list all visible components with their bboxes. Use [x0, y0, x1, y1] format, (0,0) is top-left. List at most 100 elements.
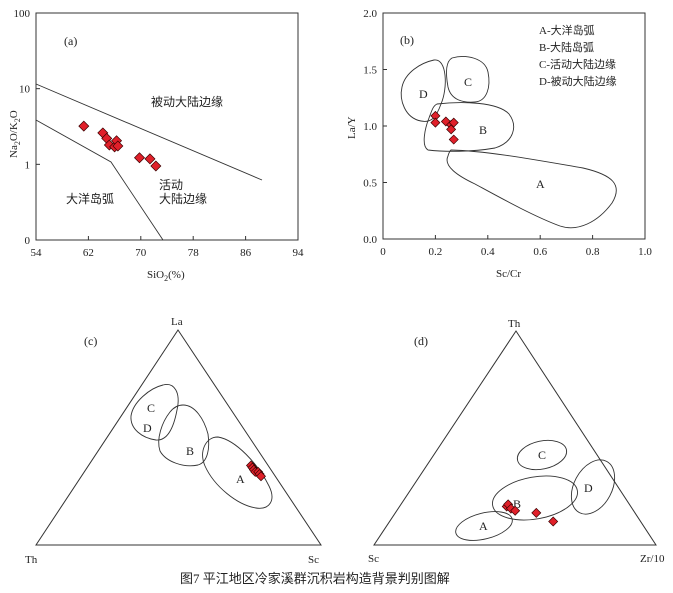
panel-b-legend: A-大洋岛弧 B-大陆岛弧 C-活动大陆边缘 D-被动大陆边缘	[539, 23, 617, 88]
panel-d-field-D-label: D	[584, 481, 593, 495]
panel-b-field-C-label: C	[464, 75, 472, 89]
panel-a-ytick-label: 1	[25, 159, 31, 171]
panel-b-xtick-label: 0.8	[586, 246, 600, 258]
panel-a: (a) 54 62 70 78 86 94 0 1 10 100 被动大陆边缘 活动 大陆边缘 大…	[8, 8, 304, 283]
panel-c-apex-left: Th	[25, 554, 38, 566]
panel-d-label: (d)	[414, 334, 428, 348]
panel-b-ytick-label: 2.0	[363, 8, 377, 20]
panel-a-xlabel-sub: 2	[164, 274, 168, 283]
panel-d-field-D	[570, 459, 616, 515]
panel-b-y-axis-label: La/Y	[346, 116, 358, 139]
panel-c-field-A-label: A	[236, 472, 245, 486]
panel-b-xtick-label: 0	[380, 246, 386, 258]
panel-a-xtick-label: 62	[83, 247, 94, 259]
panel-a-xlabel-unit: (%)	[168, 269, 185, 281]
panel-b-field-C	[446, 56, 490, 103]
panel-c-field-B-label: B	[186, 444, 194, 458]
panel-c-label: (c)	[84, 334, 97, 348]
panel-a-xtick-label: 78	[188, 247, 200, 259]
panel-b-x-axis-label: Sc/Cr	[496, 268, 521, 280]
panel-c-field-D-label: D	[143, 421, 152, 435]
panel-b-ticks: 0 0.2 0.4 0.6 0.8 1.0 0.0 0.5 1.0 1.5 2.0	[363, 8, 652, 258]
panel-a-field-active-line2: 大陆边缘	[159, 191, 207, 206]
panel-c-apex-top: La	[171, 316, 183, 328]
panel-d-apex-left: Sc	[368, 553, 379, 565]
panel-a-xtick-label: 86	[240, 247, 252, 259]
panel-a-xlabel-main: SiO	[147, 269, 164, 281]
panel-b-ytick-label: 1.5	[363, 65, 377, 77]
panel-a-ytick-label: 100	[14, 8, 31, 20]
panel-d-field-B-label: B	[513, 497, 521, 511]
panel-a-xtick-label: 70	[135, 247, 147, 259]
panel-c-data-point	[255, 471, 266, 482]
panel-b-xtick-label: 0.4	[481, 246, 495, 258]
figure-caption: 图7 平江地区冷家溪群沉积岩构造背景判别图解	[180, 571, 450, 586]
panel-c-field-B	[158, 404, 210, 467]
panel-b-ytick-label: 1.0	[363, 121, 377, 133]
panel-c-apex-right: Sc	[308, 554, 319, 566]
panel-c-field-CD	[130, 384, 179, 441]
panel-c-field-A	[202, 436, 273, 509]
panel-b-xtick-label: 1.0	[638, 246, 652, 258]
panel-d: (d) Th Sc Zr/10 C B D A	[368, 318, 665, 565]
panel-d-triangle	[373, 330, 657, 546]
panel-a-frame	[35, 12, 299, 241]
panel-d-field-C-label: C	[538, 448, 546, 462]
panel-d-field-A	[455, 511, 513, 541]
panel-b-ytick-label: 0.5	[363, 178, 377, 190]
panel-b-field-B	[423, 102, 514, 152]
panel-a-ylabel-p2: O/K	[8, 122, 20, 141]
panel-b-ytick-label: 0.0	[363, 234, 377, 246]
panel-c-field-C-label: C	[147, 401, 155, 415]
panel-a-boundary-upper	[35, 83, 263, 181]
panel-a-ylabel-p4: O	[8, 110, 20, 118]
panel-d-field-C	[516, 439, 568, 471]
panel-d-data-point	[548, 516, 559, 527]
panel-a-label: (a)	[64, 34, 77, 48]
legend-item-C: C-活动大陆边缘	[539, 57, 616, 71]
panel-a-points	[78, 120, 162, 172]
panel-d-apex-top: Th	[508, 318, 521, 330]
panel-a-data-point	[133, 152, 145, 164]
panel-a-ylabel-p0: Na	[8, 145, 20, 158]
panel-b-field-D	[400, 59, 446, 122]
panel-b-data-point	[448, 134, 459, 145]
panel-a-ylabel-p3: 2	[13, 118, 22, 122]
panel-d-apex-right: Zr/10	[640, 553, 665, 565]
panel-b-field-A	[446, 149, 617, 229]
panel-b-data-point	[446, 124, 457, 135]
panel-a-field-passive: 被动大陆边缘	[151, 94, 223, 109]
panel-a-x-axis-label: SiO2(%)	[147, 269, 185, 283]
panel-a-data-point	[78, 120, 90, 132]
panel-b-field-B-label: B	[479, 123, 487, 137]
panel-b-xtick-label: 0.2	[429, 246, 443, 258]
panel-a-data-point	[150, 160, 162, 172]
panel-a-field-oceanic-arc: 大洋岛弧	[66, 191, 114, 206]
panel-a-field-active-line1: 活动	[159, 178, 183, 192]
panel-c: (c) La Th Sc C D B A	[25, 316, 322, 566]
panel-b-xtick-label: 0.6	[533, 246, 547, 258]
panel-a-xtick-label: 94	[293, 247, 305, 259]
legend-item-B: B-大陆岛弧	[539, 40, 594, 54]
panel-a-ytick-label: 0	[25, 235, 31, 247]
panel-b-points	[430, 110, 459, 145]
panel-d-field-B	[492, 475, 578, 521]
panel-d-points	[501, 499, 559, 527]
panel-a-data-point	[112, 140, 124, 152]
panel-a-y-axis-label: Na2O/K2O	[8, 110, 22, 158]
panel-a-data-point	[144, 153, 156, 165]
panel-a-ylabel-p1: 2	[13, 141, 22, 145]
legend-item-D: D-被动大陆边缘	[539, 74, 617, 88]
panel-d-data-point	[510, 505, 521, 516]
panel-a-xtick-label: 54	[31, 247, 43, 259]
legend-item-A: A-大洋岛弧	[539, 23, 595, 37]
panel-a-ytick-label: 10	[19, 84, 31, 96]
panel-b-field-D-label: D	[419, 87, 428, 101]
panel-d-data-point	[531, 507, 542, 518]
panel-a-boundary-lower	[35, 119, 164, 241]
panel-c-triangle	[35, 329, 322, 546]
panel-b-label: (b)	[400, 33, 414, 47]
